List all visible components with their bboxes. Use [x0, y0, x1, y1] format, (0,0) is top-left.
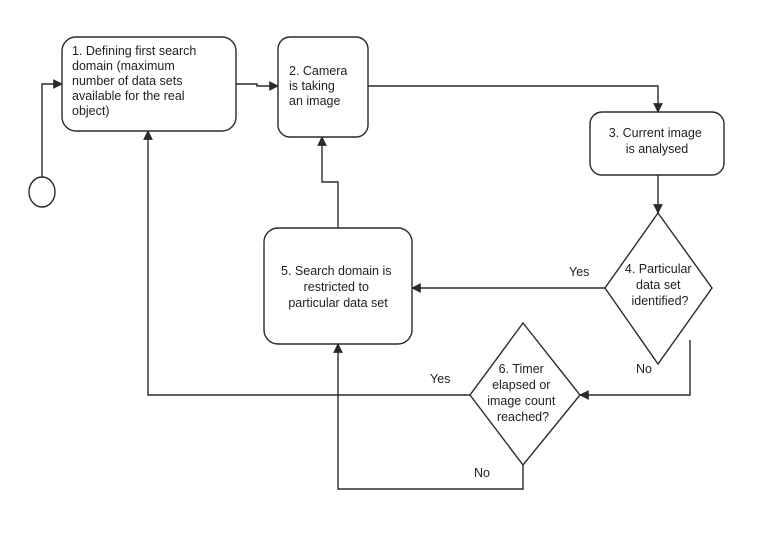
step4-label: 4. Particular data set identified? — [625, 262, 695, 308]
step3-node: 3. Current image is analysed — [589, 111, 725, 176]
step1-node: 1. Defining first search domain (maximum… — [61, 36, 237, 132]
step1-label: 1. Defining first search domain (maximum… — [72, 44, 200, 118]
step6-label: 6. Timer elapsed or image count reached? — [487, 362, 559, 424]
edge-label-step6-no: No — [474, 466, 490, 480]
edge-label-step4-yes: Yes — [569, 265, 589, 279]
step2-label: 2. Camera is taking an image — [289, 64, 351, 108]
edge-step6-no-to-step5 — [333, 343, 524, 490]
step5-node: 5. Search domain is restricted to partic… — [263, 227, 413, 345]
step3-label: 3. Current image is analysed — [609, 126, 706, 156]
edge-step5-to-step2 — [317, 136, 339, 228]
edge-step4-no-to-step6 — [579, 340, 691, 400]
edge-step1-to-step2 — [236, 81, 279, 91]
step6-decision: 6. Timer elapsed or image count reached? — [469, 321, 581, 467]
edge-step6-yes-to-step1 — [143, 130, 470, 396]
edge-label-step4-no: No — [636, 362, 652, 376]
edge-step2-to-step3 — [368, 85, 663, 113]
edge-label-step6-yes: Yes — [430, 372, 450, 386]
step2-node: 2. Camera is taking an image — [277, 36, 369, 138]
edge-start-to-step1 — [41, 79, 63, 177]
start-node — [28, 176, 56, 208]
step4-decision: 4. Particular data set identified? — [604, 211, 713, 366]
step5-label: 5. Search domain is restricted to partic… — [281, 264, 395, 310]
